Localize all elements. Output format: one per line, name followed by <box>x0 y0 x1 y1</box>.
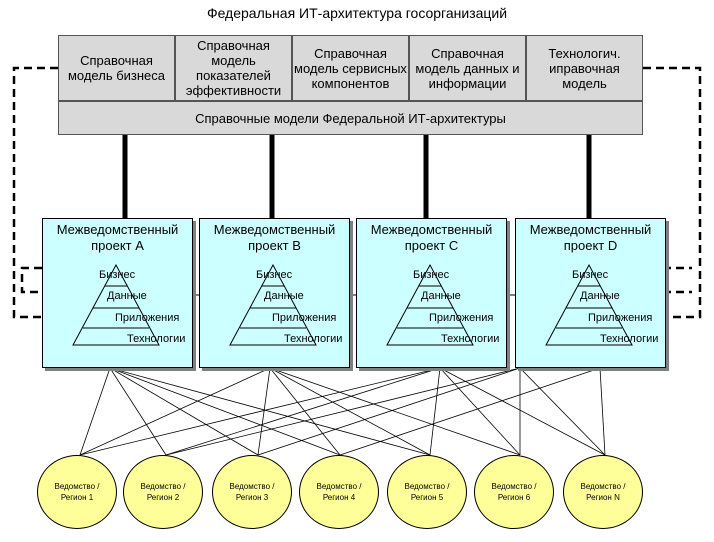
layer-business: Бизнес <box>256 269 293 281</box>
project-c-box: Межведомственный проект C Бизнес Данные … <box>356 218 507 368</box>
reference-model-business: Справочная модель бизнеса <box>58 35 175 101</box>
layer-applications: Приложения <box>272 312 337 324</box>
agency-region-2: Ведомство / Регион 2 <box>123 455 203 529</box>
project-d-box: Межведомственный проект D Бизнес Данные … <box>515 218 666 368</box>
pyramid-icon <box>386 263 474 346</box>
reference-model-service-components: Справочная модель сервисных компонентов <box>292 35 409 101</box>
agency-region-1: Ведомство / Регион 1 <box>37 455 117 529</box>
layer-technologies: Технологии <box>600 333 659 345</box>
agency-region-n: Ведомство / Регион N <box>563 455 643 529</box>
layer-applications: Приложения <box>588 312 653 324</box>
reference-model-performance: Справочная модель показателей эффективно… <box>175 35 292 101</box>
pyramid-icon <box>72 263 160 346</box>
agency-region-3: Ведомство / Регион 3 <box>212 455 292 529</box>
layer-data: Данные <box>107 290 147 302</box>
layer-technologies: Технологии <box>127 333 186 345</box>
layer-applications: Приложения <box>115 312 180 324</box>
project-title: Межведомственный проект B <box>213 222 336 253</box>
layer-data: Данные <box>421 290 461 302</box>
layer-business: Бизнес <box>413 269 450 281</box>
dashed-loops <box>12 66 702 319</box>
mesh-lines <box>79 367 606 456</box>
reference-model-data: Справочная модель данных и информации <box>409 35 526 101</box>
layer-technologies: Технологии <box>441 333 500 345</box>
layer-business: Бизнес <box>99 269 136 281</box>
agency-region-4: Ведомство / Регион 4 <box>299 455 379 529</box>
project-title: Межведомственный проект C <box>370 222 493 253</box>
layer-data: Данные <box>264 290 304 302</box>
layer-business: Бизнес <box>572 269 609 281</box>
diagram-title: Федеральная ИТ-архитектура госорганизаци… <box>206 5 508 21</box>
layer-data: Данные <box>580 290 620 302</box>
layer-applications: Приложения <box>429 312 494 324</box>
reference-model-technology: Технологич. иправочная модель <box>526 35 643 101</box>
agency-region-5: Ведомство / Регион 5 <box>387 455 467 529</box>
pyramid-icon <box>229 263 317 346</box>
pyramid-icon <box>545 263 633 346</box>
project-title: Межведомственный проект A <box>56 222 179 253</box>
project-title: Межведомственный проект D <box>529 222 652 253</box>
layer-technologies: Технологии <box>284 333 343 345</box>
project-a-box: Межведомственный проект A Бизнес Данные … <box>42 218 193 368</box>
reference-models-base: Справочные модели Федеральной ИТ-архитек… <box>58 101 643 135</box>
agency-region-6: Ведомство / Регион 6 <box>474 455 554 529</box>
project-b-box: Межведомственный проект B Бизнес Данные … <box>199 218 350 368</box>
